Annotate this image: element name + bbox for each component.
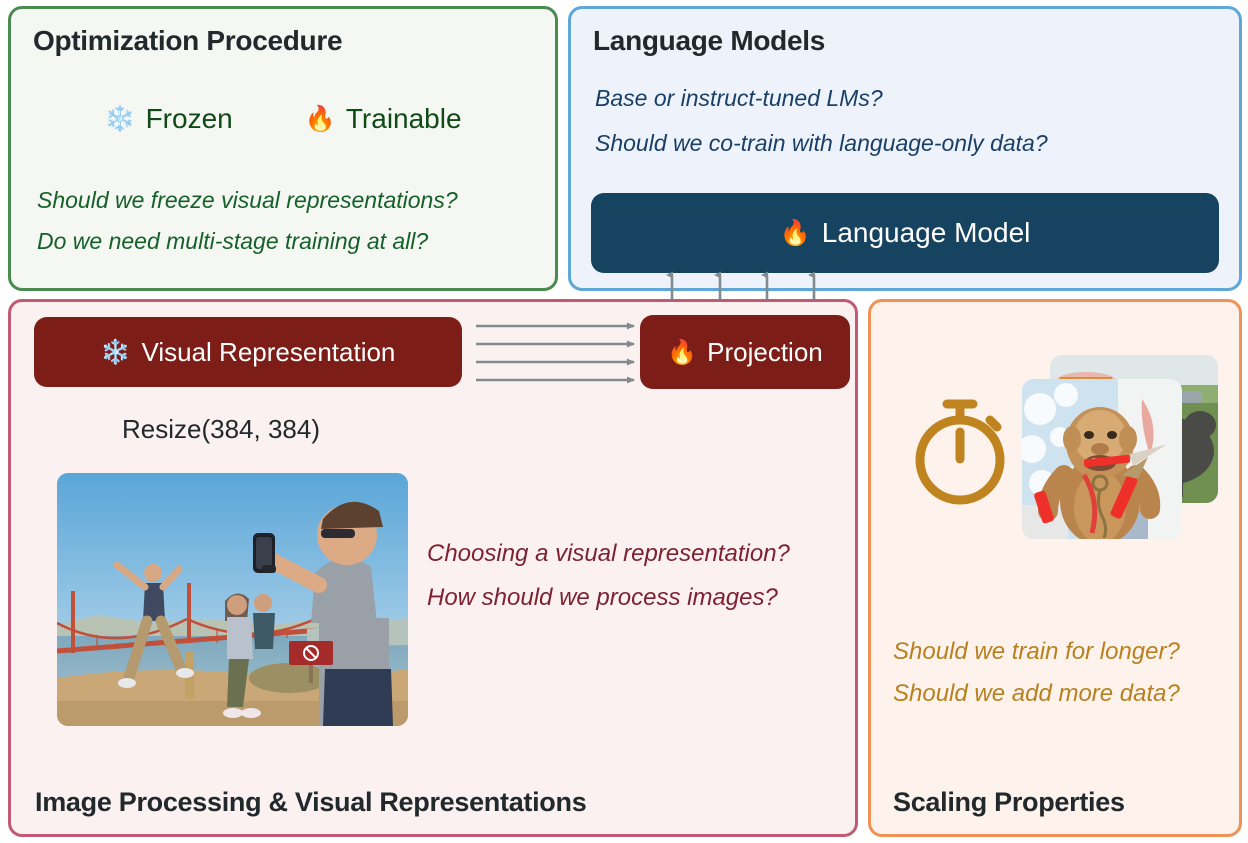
scaling-question-2: Should we add more data?	[893, 680, 1180, 707]
language-model-box: 🔥 Language Model	[591, 193, 1219, 273]
resize-label: Resize(384, 384)	[122, 414, 320, 444]
language-question-1: Base or instruct-tuned LMs?	[595, 85, 883, 111]
image-question-1: Choosing a visual representation?	[427, 540, 790, 567]
visual-representation-box: ❄️ Visual Representation	[34, 317, 462, 387]
fire-icon: 🔥	[779, 218, 811, 247]
optimization-question-1: Should we freeze visual representations?	[37, 187, 458, 213]
fire-icon: 🔥	[667, 338, 698, 366]
panel-title-scaling-properties: Scaling Properties	[893, 787, 1125, 817]
golden-gate-photo	[57, 473, 408, 726]
visual-representation-label: Visual Representation	[141, 336, 396, 367]
projection-box: 🔥 Projection	[640, 315, 850, 389]
legend-label-frozen: Frozen	[145, 103, 233, 134]
scaling-photo-stack	[1022, 355, 1218, 545]
legend-item-frozen: ❄️ Frozen	[104, 103, 232, 135]
vertical-arrows-to-language-model	[666, 271, 816, 302]
legend-row: ❄️ Frozen 🔥 Trainable	[11, 103, 555, 135]
stopwatch-icon	[915, 399, 1005, 505]
optimization-questions: Should we freeze visual representations?…	[37, 187, 458, 255]
snowflake-icon: ❄️	[100, 338, 131, 366]
panel-optimization-procedure: Optimization Procedure ❄️ Frozen 🔥 Train…	[8, 6, 558, 291]
snowflake-icon: ❄️	[104, 104, 136, 133]
optimization-question-2: Do we need multi-stage training at all?	[37, 228, 429, 254]
projection-label: Projection	[707, 336, 823, 367]
fire-icon: 🔥	[304, 104, 336, 133]
language-model-label: Language Model	[821, 217, 1031, 248]
legend-item-trainable: 🔥 Trainable	[305, 103, 462, 135]
language-question-2: Should we co-train with language-only da…	[595, 130, 1048, 156]
scaling-question-1: Should we train for longer?	[893, 638, 1180, 665]
language-questions: Base or instruct-tuned LMs? Should we co…	[595, 85, 1048, 157]
panel-title-optimization: Optimization Procedure	[33, 25, 343, 56]
scaling-questions: Should we train for longer? Should we ad…	[893, 638, 1180, 708]
horizontal-arrows-to-projection	[476, 322, 635, 384]
legend-label-trainable: Trainable	[345, 103, 462, 134]
panel-title-image-processing: Image Processing & Visual Representation…	[35, 787, 587, 817]
photo-front-monkey	[1022, 379, 1182, 539]
image-processing-questions: Choosing a visual representation? How sh…	[427, 540, 790, 612]
panel-title-language-models: Language Models	[593, 25, 825, 56]
image-question-2: How should we process images?	[427, 584, 778, 611]
panel-language-models: Language Models Base or instruct-tuned L…	[568, 6, 1242, 291]
